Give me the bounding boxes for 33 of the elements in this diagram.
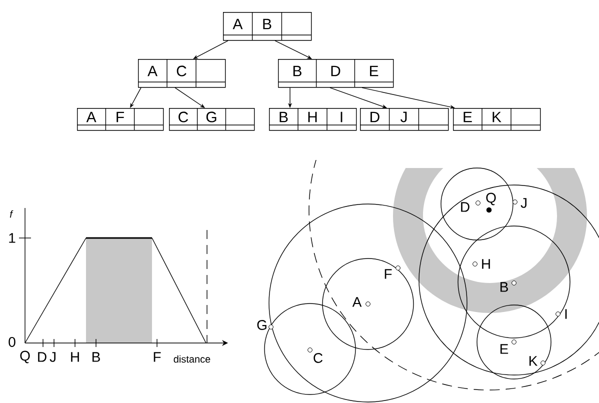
axis-label: f xyxy=(10,210,14,218)
tick-label: F xyxy=(154,352,161,362)
tick-label: H xyxy=(71,352,79,362)
tree-node: A C xyxy=(138,58,226,88)
axis-label: distance xyxy=(174,355,210,363)
point-label: C xyxy=(314,353,323,363)
point-label: K xyxy=(529,356,538,366)
tree-node: A B xyxy=(222,12,312,41)
arrow xyxy=(174,87,205,108)
tick-label: D xyxy=(38,352,46,362)
tick-label: B xyxy=(92,352,100,362)
point-label: J xyxy=(520,198,526,208)
point-label: H xyxy=(482,259,490,269)
tick-label: Q xyxy=(20,350,30,364)
tree-node: D J xyxy=(360,108,449,131)
arrow xyxy=(130,87,142,108)
tree-node: E K xyxy=(452,108,541,131)
tick-label: 1 xyxy=(9,233,16,243)
arrow xyxy=(274,40,312,59)
tree-node: B D E xyxy=(278,58,394,88)
point-label: F xyxy=(384,269,392,279)
tree-node: C G xyxy=(168,108,255,131)
point-label: A xyxy=(352,297,362,307)
point-label: E xyxy=(500,344,508,354)
point-label: D xyxy=(461,202,470,212)
tick-label: 0 xyxy=(8,337,16,347)
tick-label: J xyxy=(50,352,56,362)
point-label: I xyxy=(565,309,567,319)
point-label: Q xyxy=(486,192,496,206)
tree-node: A F xyxy=(76,108,164,131)
point-label: B xyxy=(500,282,508,292)
tree-node: B H I xyxy=(268,108,357,131)
point-label: G xyxy=(257,320,266,330)
